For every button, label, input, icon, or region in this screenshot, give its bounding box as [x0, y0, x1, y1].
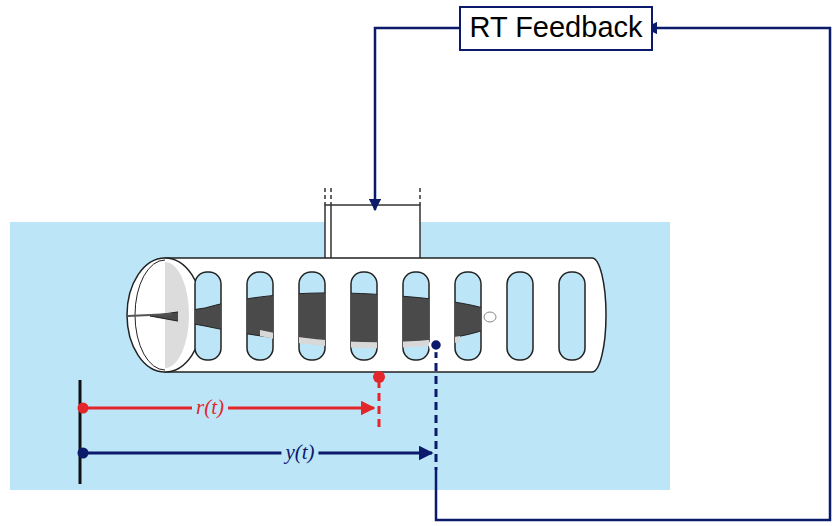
reference-label: r(t) — [192, 396, 228, 419]
reference-origin-dot — [78, 403, 89, 414]
reference-dash — [378, 380, 381, 430]
post-edge — [330, 188, 332, 205]
position-label: y(t) — [281, 441, 318, 464]
fish-tail — [128, 314, 172, 316]
reference-dot — [373, 371, 385, 383]
reference-line — [79, 380, 82, 484]
box-title: RT Feedback — [469, 12, 642, 44]
process-box: RT Feedback — [459, 6, 653, 51]
position-dash — [435, 350, 438, 470]
actuation-wire — [375, 28, 472, 210]
water-tank — [10, 222, 670, 490]
tube-slot — [507, 272, 533, 360]
fish-marker — [430, 339, 442, 351]
position-origin-dot — [78, 448, 89, 459]
position-arrow — [83, 452, 432, 455]
fish-body — [150, 293, 506, 344]
tube-post — [325, 205, 420, 261]
tube-slot — [559, 272, 585, 360]
fish — [150, 293, 506, 348]
tube-body — [165, 258, 606, 372]
reference-arrow — [83, 407, 374, 410]
tube-end — [127, 258, 203, 372]
post-edge — [330, 205, 332, 258]
fish-eye — [484, 312, 496, 322]
post-edge — [324, 188, 326, 205]
post-edge — [419, 188, 421, 205]
feedback-wire — [436, 28, 830, 520]
